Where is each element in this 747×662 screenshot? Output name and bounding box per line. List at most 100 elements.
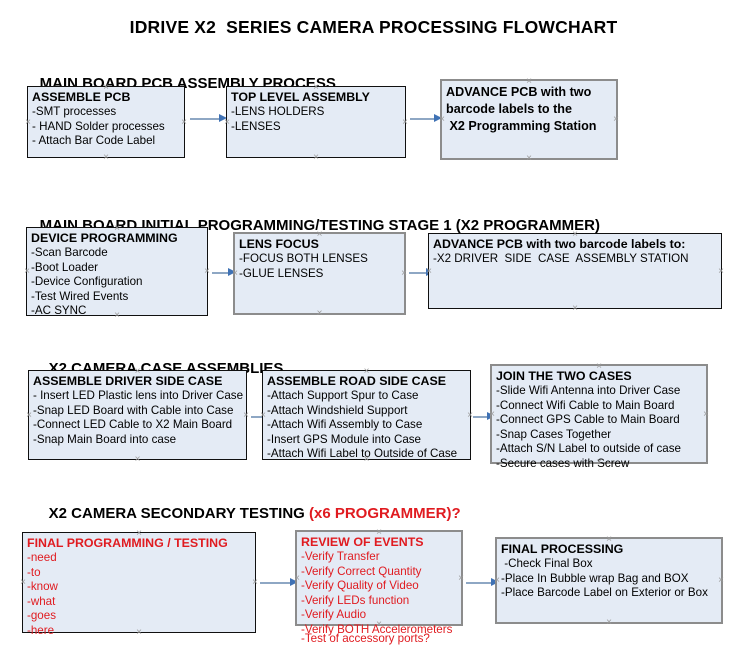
node-lens-focus[interactable]: LENS FOCUS -FOCUS BOTH LENSES -GLUE LENS… [233, 232, 406, 315]
node-body: FINAL PROGRAMMING / TESTING -need -to -k… [23, 533, 255, 639]
selection-handle-left[interactable] [425, 267, 434, 276]
node-body: REVIEW OF EVENTS -Verify Transfer -Verif… [297, 532, 461, 645]
selection-handle-right[interactable] [612, 115, 621, 124]
selection-handle-left[interactable] [24, 118, 33, 127]
node-line: -Attach Wifi Label to Outside of Case [267, 447, 458, 461]
selection-handle-top[interactable] [312, 83, 321, 92]
selection-handle-top[interactable] [375, 528, 384, 537]
node-title: ASSEMBLE PCB [32, 90, 131, 104]
arrow-shaft [473, 416, 488, 418]
selection-handle-top[interactable] [595, 362, 604, 371]
selection-handle-right[interactable] [242, 411, 251, 420]
selection-handle-right[interactable] [702, 410, 711, 419]
node-line: -X2 DRIVER SIDE CASE ASSEMBLY STATION [433, 252, 689, 265]
node-assemble-pcb[interactable]: ASSEMBLE PCB -SMT processes - HAND Solde… [27, 86, 185, 158]
selection-handle-left[interactable] [493, 576, 502, 585]
node-body: FINAL PROCESSING -Check Final Box -Place… [497, 539, 721, 601]
node-line-overflow: -Test of accessory ports? [301, 632, 430, 645]
node-title: LENS FOCUS [239, 237, 319, 251]
node-advance-pcb-to-driver-side-case[interactable]: ADVANCE PCB with two barcode labels to: … [428, 233, 722, 309]
node-title: ADVANCE PCB with two barcode labels to: [433, 237, 686, 251]
node-title: JOIN THE TWO CASES [496, 369, 632, 383]
node-line: -Verify Quality of Video [301, 579, 419, 593]
node-device-programming[interactable]: DEVICE PROGRAMMING -Scan Barcode -Boot L… [23, 224, 208, 318]
selection-handle-top[interactable] [102, 83, 111, 92]
selection-handle-left[interactable] [231, 269, 240, 278]
node-line: -Connect LED Cable to X2 Main Board [33, 418, 233, 432]
node-body: JOIN THE TWO CASES -Slide Wifi Antenna i… [492, 366, 706, 472]
selection-handle-right[interactable] [457, 574, 466, 583]
node-title: FINAL PROCESSING [501, 542, 624, 556]
selection-handle-left[interactable] [25, 411, 34, 420]
selection-handle-right[interactable] [180, 118, 189, 127]
selection-handle-left[interactable] [19, 578, 28, 587]
node-line: -Slide Wifi Antenna into Driver Case [496, 384, 681, 397]
selection-handle-top[interactable] [525, 77, 534, 86]
selection-handle-bottom[interactable] [315, 309, 324, 318]
node-body: ASSEMBLE ROAD SIDE CASE -Attach Support … [263, 371, 470, 462]
selection-handle-bottom[interactable] [135, 628, 144, 637]
section-heading-accent: (x6 PROGRAMMER)? [308, 505, 461, 522]
selection-handle-top[interactable] [133, 367, 142, 376]
section-heading-secondary-testing: X2 CAMERA SECONDARY TESTING (x6 PROGRAMM… [32, 488, 461, 539]
selection-handle-bottom[interactable] [102, 153, 111, 162]
selection-handle-top[interactable] [605, 535, 614, 544]
selection-handle-top[interactable] [135, 529, 144, 538]
selection-handle-right[interactable] [717, 267, 726, 276]
node-review-of-events[interactable]: REVIEW OF EVENTS -Verify Transfer -Verif… [293, 528, 466, 645]
selection-handle-bottom[interactable] [133, 455, 142, 464]
selection-handle-bottom[interactable] [605, 618, 614, 627]
node-top-level-assembly[interactable]: TOP LEVEL ASSEMBLY -LENS HOLDERS -LENSES [226, 86, 406, 158]
selection-handle-top[interactable] [315, 230, 324, 239]
selection-handle-right[interactable] [401, 118, 410, 127]
node-join-the-two-cases[interactable]: JOIN THE TWO CASES -Slide Wifi Antenna i… [488, 362, 711, 470]
selection-handle-left[interactable] [259, 411, 268, 420]
selection-handle-bottom[interactable] [571, 304, 580, 313]
node-title: ASSEMBLE DRIVER SIDE CASE [33, 374, 223, 388]
node-line: -Attach Windshield Support [267, 403, 408, 417]
selection-handle-top[interactable] [113, 224, 122, 233]
node-line: -Verify BOTH Accelerometers [301, 622, 453, 636]
node-line: -Place Barcode Label on Exterior or Box [501, 586, 708, 600]
node-final-processing[interactable]: FINAL PROCESSING -Check Final Box -Place… [495, 537, 723, 624]
node-line: -FOCUS BOTH LENSES [239, 252, 368, 265]
node-assemble-driver-side-case[interactable]: ASSEMBLE DRIVER SIDE CASE - Insert LED P… [28, 370, 247, 460]
selection-handle-bottom[interactable] [113, 311, 122, 320]
node-line: -what [27, 594, 56, 608]
selection-handle-right[interactable] [251, 578, 260, 587]
node-line: -Verify Audio [301, 608, 367, 622]
selection-handle-bottom[interactable] [362, 455, 371, 464]
node-line: -Attach Support Spur to Case [267, 389, 419, 402]
node-line: -Test Wired Events [31, 289, 129, 303]
selection-handle-right[interactable] [466, 411, 475, 420]
node-assemble-road-side-case[interactable]: ASSEMBLE ROAD SIDE CASE -Attach Support … [262, 370, 471, 460]
node-line: -Insert GPS Module into Case [267, 432, 422, 446]
selection-handle-bottom[interactable] [375, 620, 384, 629]
node-line: -Verify Correct Quantity [301, 564, 422, 578]
selection-handle-right[interactable] [203, 267, 212, 276]
node-line: -Snap Main Board into case [33, 432, 177, 446]
selection-handle-left[interactable] [223, 118, 232, 127]
node-final-programming-testing[interactable]: FINAL PROGRAMMING / TESTING -need -to -k… [19, 529, 256, 637]
selection-handle-bottom[interactable] [595, 458, 604, 467]
node-title: ASSEMBLE ROAD SIDE CASE [267, 374, 446, 388]
node-line: -Attach S/N Label to outside of case [496, 442, 681, 456]
selection-handle-top[interactable] [362, 367, 371, 376]
selection-handle-left[interactable] [438, 115, 447, 124]
node-line: -here [27, 623, 55, 637]
selection-handle-right[interactable] [400, 269, 409, 278]
node-body: LENS FOCUS -FOCUS BOTH LENSES -GLUE LENS… [235, 234, 404, 281]
selection-handle-left[interactable] [23, 267, 32, 276]
selection-handle-right[interactable] [717, 576, 726, 585]
node-line: - Attach Bar Code Label [32, 134, 156, 148]
node-advance-pcb-to-programming-station[interactable]: ADVANCE PCB with two barcode labels to t… [440, 79, 618, 160]
selection-handle-bottom[interactable] [525, 154, 534, 163]
node-line: -AC SYNC [31, 304, 87, 318]
selection-handle-bottom[interactable] [312, 153, 321, 162]
selection-handle-left[interactable] [293, 574, 302, 583]
node-line: -Check Final Box [501, 557, 593, 570]
node-line: -Snap LED Board with Cable into Case [33, 403, 234, 417]
selection-handle-top[interactable] [571, 230, 580, 239]
node-line: -know [27, 580, 58, 594]
selection-handle-left[interactable] [488, 410, 497, 419]
